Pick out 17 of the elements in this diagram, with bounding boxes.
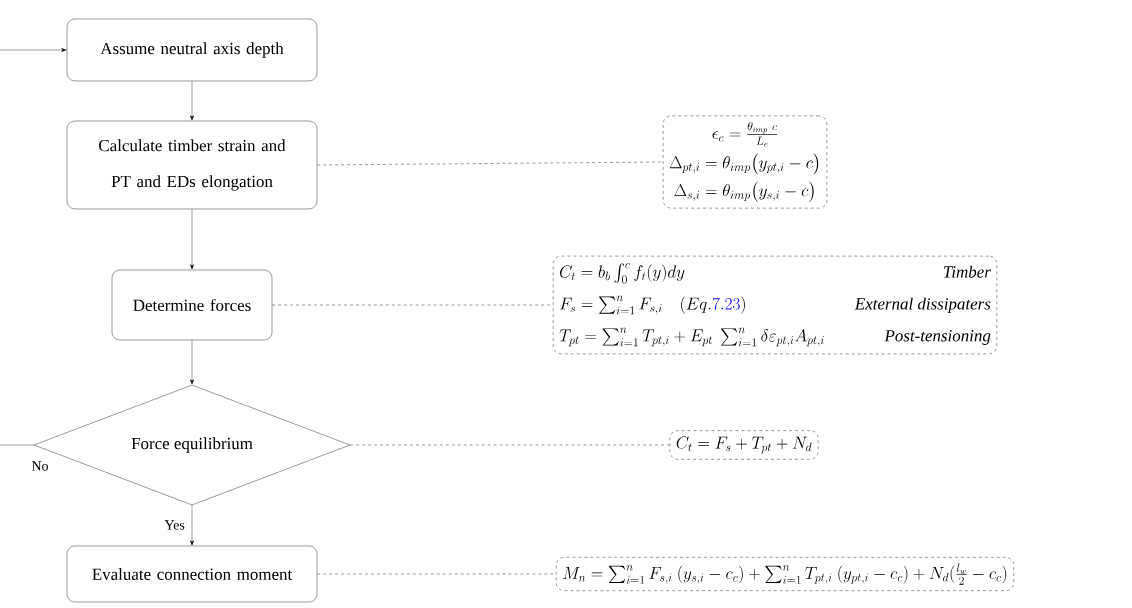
formula-box: $C_t = F_s + T_{pt} + N_d$: [669, 430, 819, 460]
formula-box: $C_t = b_b \int_0^c f_t(y)dy$ Timber $F_s = \sum_{i=1}^{n} F_{s,i} \quad (Eq.\textcolor{blue}{7.23})$ External dissipaters $T_{pt} = \sum_{i=1}^{n} T_{pt,i} + E_{pt}\ \sum_{i=1}^{n} \delta\varepsilon_{pt,i} A_{pt,i}$ Post-tensioning: [552, 255, 998, 355]
formula-box: $\epsilon_c = \frac{\theta_{imp}\ c}{L_e}$ $\Delta_{pt,i} = \theta_{imp}\big(y_{pt,i} - c\big)$ $\Delta_{s,i} = \theta_{imp}\big(y_{s,i} - c\big)$: [662, 115, 828, 209]
process-box: Calculate timber strain and PT and EDs elongation: [66, 120, 318, 210]
arrow: [190, 505, 194, 546]
process-box: Evaluate connection moment: [66, 545, 318, 603]
arrow: [190, 209, 194, 270]
arrow: [190, 81, 194, 121]
arrow: [190, 340, 194, 385]
arrow: [0, 48, 67, 446]
edge-label: No: [30, 460, 50, 472]
process-box: Assume neutral axis depth: [66, 18, 318, 82]
formula-box: $M_n = \sum_{i=1}^{n} F_{s,i}\ (y_{s,i} - c_c) + \sum_{i=1}^{n} T_{pt,i}\ (y_{pt,i} - c_c) + N_d(\frac{l_w}{2} - c_c)$: [556, 557, 1014, 591]
dashed-connector: [317, 161, 664, 166]
edge-label: Yes: [163, 519, 186, 531]
process-box: Determine forces: [111, 269, 273, 341]
dashed-connector: [350, 444, 670, 446]
